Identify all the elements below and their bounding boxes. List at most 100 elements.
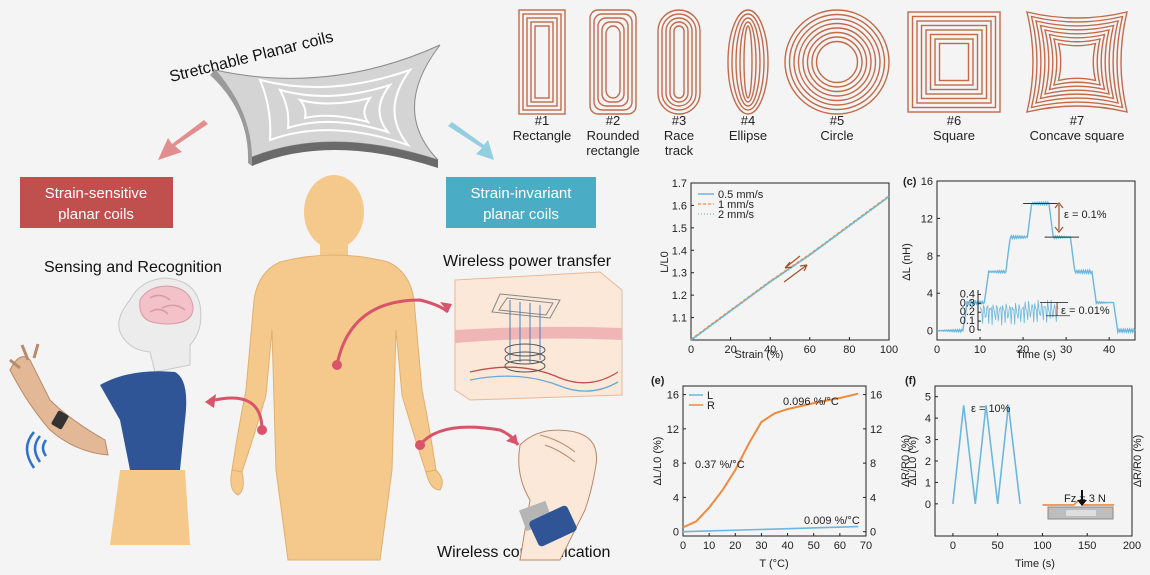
coil-turn [925,29,983,95]
coil-turn [784,9,890,115]
wrist-illustration [518,429,598,561]
coil-turn [788,13,886,111]
x-tick-label: 0 [934,344,940,356]
arrow-to-invariant [448,122,494,160]
phone-icon [529,505,577,547]
coil-1-num: #1 [535,113,549,128]
coil-turn [806,31,868,93]
strain-invariant-line1: Strain-invariant [471,185,573,202]
coil-turn [938,42,970,82]
chart-c-xlabel: Time (s) [1016,349,1056,361]
chart1-legend-3: 2 mm/s [718,209,755,221]
chart-c-ylabel: ΔL (nH) [901,243,913,281]
strain-sensitive-line2: planar coils [58,206,134,223]
x-tick-label: 20 [724,344,736,356]
arrow-origin-dot [257,425,267,435]
y-tick-label: 0 [673,527,679,539]
x-tick-label: 30 [755,540,767,552]
chart-e-legend-r: R [707,400,715,412]
chart-e-legend-l: L [707,390,713,402]
chart-e-annotation-low: 0.009 %/°C [804,515,860,527]
chart-f-annotation: ε = 10% [971,403,1011,415]
sensing-label: Sensing and Recognition [44,259,222,276]
coil-turn [534,25,550,99]
x-tick-label: 0 [688,344,694,356]
y-tick-label: 1 [925,477,931,489]
inset-bracket [1040,302,1070,317]
coil-5-icon [784,9,890,115]
coil-3-num: #3 [672,113,686,128]
sample-photo [1047,490,1114,520]
coil-labels: #1 Rectangle #2 Rounded rectangle #3 Rac… [513,113,1125,158]
coil-turn [518,9,566,115]
y-tick-label-right: 0 [870,527,876,539]
x-tick-label: 80 [843,344,855,356]
coil-6-name: Square [933,128,975,143]
x-tick-label: 100 [880,344,898,356]
coil-turn [743,25,753,99]
inset-y-tick-label: 0.3 [960,297,975,309]
coil-turn [1030,15,1124,109]
coil-turn [739,21,757,103]
y-tick-label: 4 [925,413,931,425]
strain-invariant-line2: planar coils [483,206,559,223]
y-tick-label: 1.2 [672,290,687,302]
coil-2-icon [589,9,637,115]
chart-f-ylabel-right: ΔR/R0 (%) [1132,435,1144,488]
chart-c-panel-label: (c) [903,176,917,188]
y-tick-label: 8 [673,458,679,470]
inset-noise-line [979,299,1059,326]
y-tick-label-right: 12 [870,424,882,436]
chart-e-panel-label: (e) [651,375,665,387]
coil-gallery [518,9,1128,115]
coil-turn [1044,29,1110,95]
y-tick-label: 1.6 [672,200,687,212]
coil-turn [526,17,558,107]
inset-y-tick-label: 0.4 [960,288,975,300]
x-tick-label: 100 [1033,540,1051,552]
chart1-ylabel: L/L0 [659,251,671,272]
x-tick-label: 200 [1123,540,1141,552]
coil-turn [920,24,988,100]
chart-e-ylabel-right: ΔR/R0 (%) [900,435,912,488]
coil-turn [601,21,625,103]
coil-turn [1048,33,1106,91]
coil-turn [727,9,769,115]
x-tick-label: 0 [680,540,686,552]
skin-tissue-illustration [454,271,623,401]
coil-turn [934,38,974,86]
human-body-illustration [230,175,443,561]
delta-l-line [937,200,1136,335]
chart-e-xlabel: T (°C) [759,558,788,570]
coil-turn [802,27,872,97]
arm-illustration [9,343,109,469]
y-tick-label: 2 [925,456,931,468]
chart-e-annotation-high: 0.096 %/°C [783,396,839,408]
coil-turn [811,36,863,88]
coil-3-name-2: track [665,143,694,158]
y-tick-label: 4 [927,288,933,300]
y-tick-label-right: 16 [870,390,882,402]
arrow-origin-dot [332,360,342,370]
y-tick-label-right: 8 [870,458,876,470]
chart1-xlabel: Strain (%) [735,349,784,361]
coil-2-num: #2 [606,113,620,128]
chart-f-force-label: Fz = 3 N [1064,493,1106,505]
y-tick-label: 3 [925,435,931,447]
coil-turn [673,25,685,99]
y-tick-label: 1.4 [672,245,687,257]
x-tick-label: 150 [1078,540,1096,552]
x-tick-label: 10 [703,540,715,552]
coil-turn [907,11,1001,113]
chart-c-annotation: ε = 0.1% [1064,209,1107,221]
coil-turn [1035,20,1119,104]
x-tick-label: 60 [834,540,846,552]
stretchable-sheet-illustration [210,44,441,168]
coil-turn [916,20,992,104]
coil-turn [815,40,859,84]
